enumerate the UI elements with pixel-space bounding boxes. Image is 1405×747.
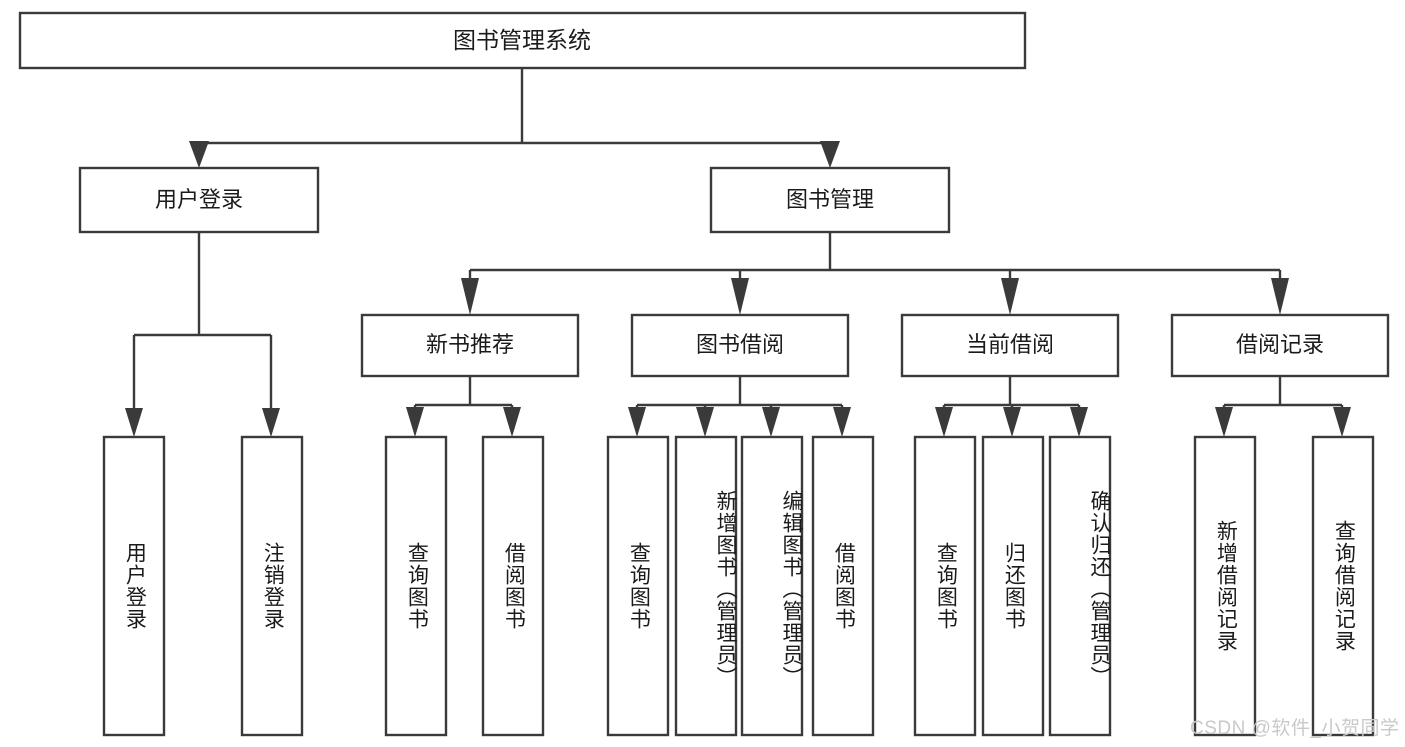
node-current-borrow-label: 当前借阅 <box>966 332 1054 357</box>
connector-group-user-login <box>125 232 280 437</box>
arrow-head-leaf-confirm-return <box>1070 407 1088 437</box>
node-new-book-rec-box[interactable] <box>360 313 580 378</box>
csdn-watermark: CSDN @软件_小贺同学 <box>1190 718 1400 739</box>
node-root-box[interactable] <box>18 11 1027 70</box>
node-book-manage[interactable]: 图书管理 <box>709 166 951 234</box>
node-book-borrow-box[interactable] <box>630 313 850 378</box>
arrow-head-book-manage <box>820 141 840 168</box>
node-user-login-label: 用户登录 <box>155 187 243 212</box>
node-borrow-record[interactable]: 借阅记录 <box>1170 313 1390 378</box>
node-book-manage-label: 图书管理 <box>786 187 874 212</box>
arrow-head-user-login <box>189 141 209 168</box>
node-leaf-confirm-return-box[interactable] <box>1048 435 1112 737</box>
node-book-borrow-label: 图书借阅 <box>696 332 784 357</box>
node-borrow-record-label: 借阅记录 <box>1236 332 1324 357</box>
node-leaf-borrow-book-1-box[interactable] <box>481 435 545 737</box>
node-new-book-rec[interactable]: 新书推荐 <box>360 313 580 378</box>
arrow-head-leaf-query-book-1 <box>406 407 424 437</box>
node-root[interactable]: 图书管理系统 <box>18 11 1027 70</box>
node-borrow-record-box[interactable] <box>1170 313 1390 378</box>
node-leaf-query-book-3-box[interactable] <box>913 435 977 737</box>
arrow-head-borrow-record <box>1271 278 1289 315</box>
arrow-head-leaf-user-logout <box>262 408 280 437</box>
arrow-head-leaf-add-book <box>696 407 714 437</box>
connector-group-current-borrow <box>935 376 1088 437</box>
connector-group-root <box>189 68 840 168</box>
node-user-login[interactable]: 用户登录 <box>78 166 320 234</box>
arrow-head-leaf-borrow-book-2 <box>833 407 851 437</box>
arrow-head-leaf-add-record <box>1215 407 1233 437</box>
arrow-head-leaf-return-book <box>1003 407 1021 437</box>
node-leaf-add-book-box[interactable] <box>674 435 738 737</box>
arrow-head-book-borrow <box>731 278 749 315</box>
connector-group-book-borrow <box>628 376 851 437</box>
node-leaf-return-book-box[interactable] <box>981 435 1045 737</box>
node-book-manage-box[interactable] <box>709 166 951 234</box>
arrow-head-leaf-query-book-3 <box>935 407 953 437</box>
node-user-login-box[interactable] <box>78 166 320 234</box>
arrow-head-leaf-borrow-book-1 <box>503 407 521 437</box>
connector-group-book-manage <box>461 232 1289 315</box>
arrow-head-leaf-edit-book <box>762 407 780 437</box>
node-leaf-query-book-2-box[interactable] <box>606 435 670 737</box>
node-book-borrow[interactable]: 图书借阅 <box>630 313 850 378</box>
node-root-label: 图书管理系统 <box>453 27 591 53</box>
node-current-borrow-box[interactable] <box>900 313 1120 378</box>
arrow-head-current-borrow <box>1001 278 1019 315</box>
node-leaf-edit-book-box[interactable] <box>740 435 804 737</box>
arrow-head-new-book-rec <box>461 278 479 315</box>
arrow-head-leaf-user-login <box>125 408 143 437</box>
node-leaf-borrow-book-2-box[interactable] <box>811 435 875 737</box>
node-current-borrow[interactable]: 当前借阅 <box>900 313 1120 378</box>
connector-group-borrow-record <box>1215 376 1351 437</box>
node-leaf-query-book-1-box[interactable] <box>384 435 448 737</box>
node-leaf-add-record-box[interactable] <box>1193 435 1257 737</box>
node-leaf-user-login-box[interactable] <box>102 435 166 737</box>
node-new-book-rec-label: 新书推荐 <box>426 332 514 357</box>
connector-group-new-book-rec <box>406 376 521 437</box>
arrow-head-leaf-query-book-2 <box>628 407 646 437</box>
node-leaf-query-record-box[interactable] <box>1311 435 1375 737</box>
arrow-head-leaf-query-record <box>1333 407 1351 437</box>
node-leaf-user-logout-box[interactable] <box>240 435 304 737</box>
